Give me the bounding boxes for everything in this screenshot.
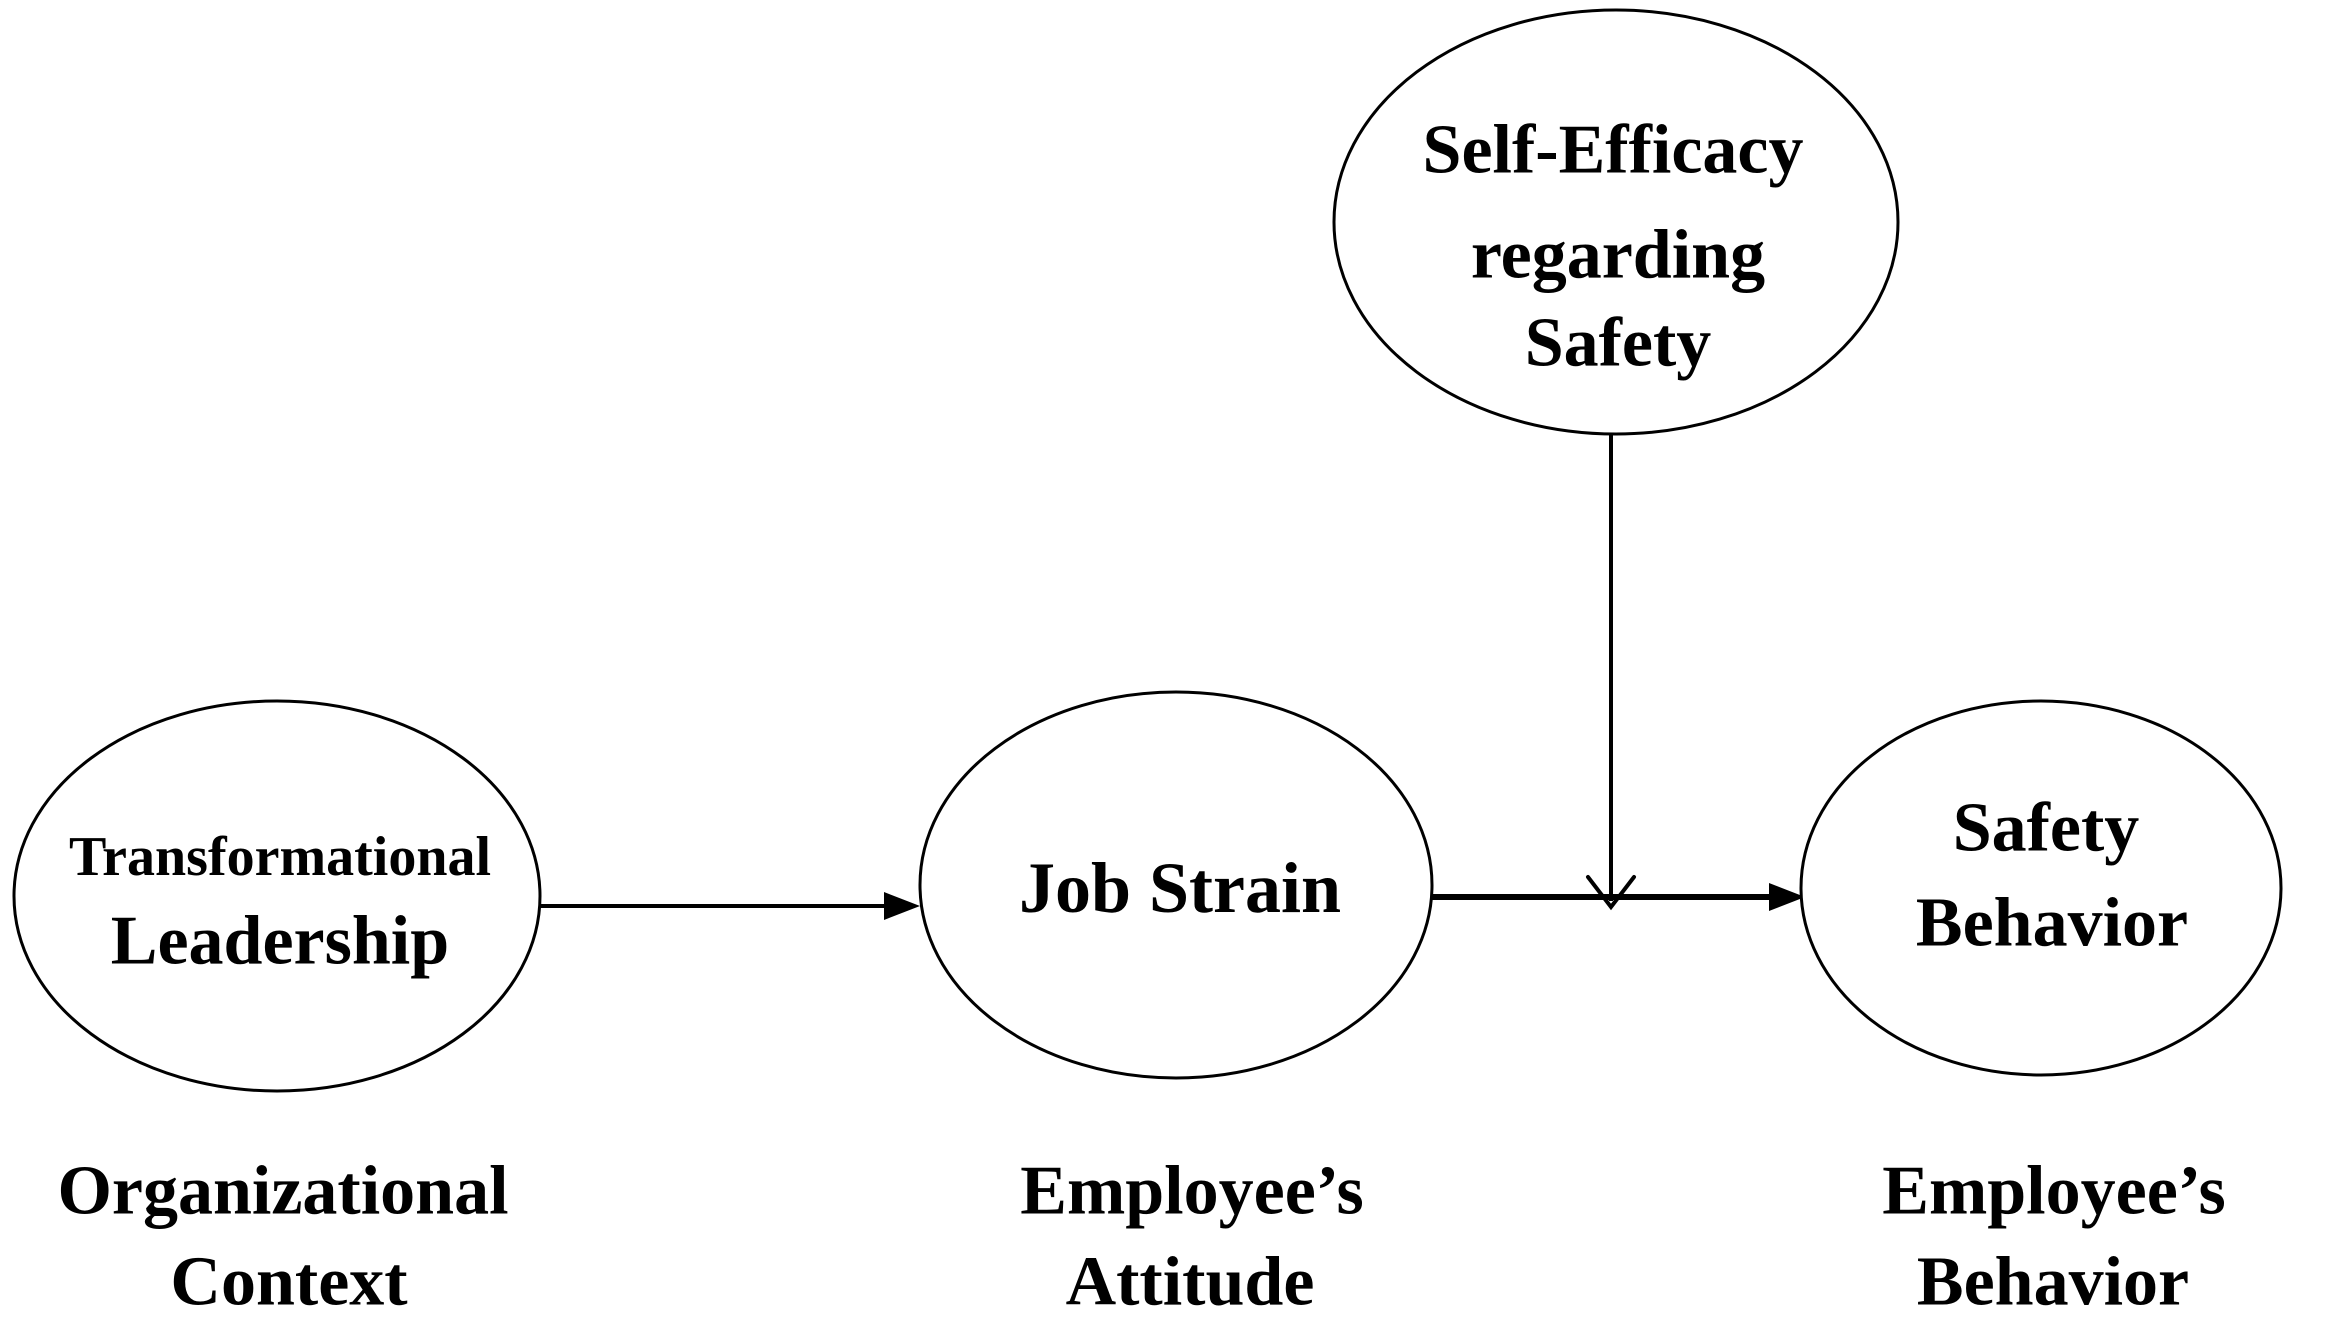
safety-behavior-ellipse <box>1799 699 2283 1077</box>
arrow-leadership-to-jobstrain <box>540 892 920 920</box>
job-strain-ellipse <box>918 690 1434 1080</box>
label-organizational-context-line-2: Context <box>170 1244 407 1317</box>
job-strain-text-line-1: Job Strain <box>1019 848 1341 928</box>
arrowhead-solid <box>884 892 920 920</box>
arrowhead-open <box>1586 875 1636 911</box>
label-employees-attitude-line-1: Employee’s <box>1020 1153 1363 1230</box>
label-organizational-context-line-1: Organizational <box>57 1153 508 1230</box>
transformational-leadership-text-line-2: Leadership <box>111 903 449 980</box>
label-employees-behavior-line-1: Employee’s <box>1882 1153 2225 1230</box>
arrow-selfefficacy-moderation <box>1586 433 1636 911</box>
label-employees-behavior-line-2: Behavior <box>1917 1244 2189 1317</box>
self-efficacy-text-line-3: Safety <box>1525 305 1712 382</box>
arrowhead-solid <box>1769 883 1805 911</box>
label-employees-attitude-line-2: Attitude <box>1066 1244 1315 1317</box>
safety-behavior-text-line-2: Behavior <box>1916 885 2188 962</box>
transformational-leadership-text-line-1: Transformational <box>69 826 491 888</box>
self-efficacy-text-line-1: Self-Efficacy <box>1423 112 1804 189</box>
arrow-jobstrain-to-safetybehavior <box>1428 883 1805 911</box>
self-efficacy-text-line-2: regarding <box>1471 217 1765 294</box>
node-job-strain: Job Strain <box>918 690 1434 1080</box>
safety-behavior-text-line-1: Safety <box>1953 790 2140 867</box>
self-efficacy-ellipse <box>1332 8 1900 436</box>
transformational-leadership-ellipse <box>12 699 542 1093</box>
